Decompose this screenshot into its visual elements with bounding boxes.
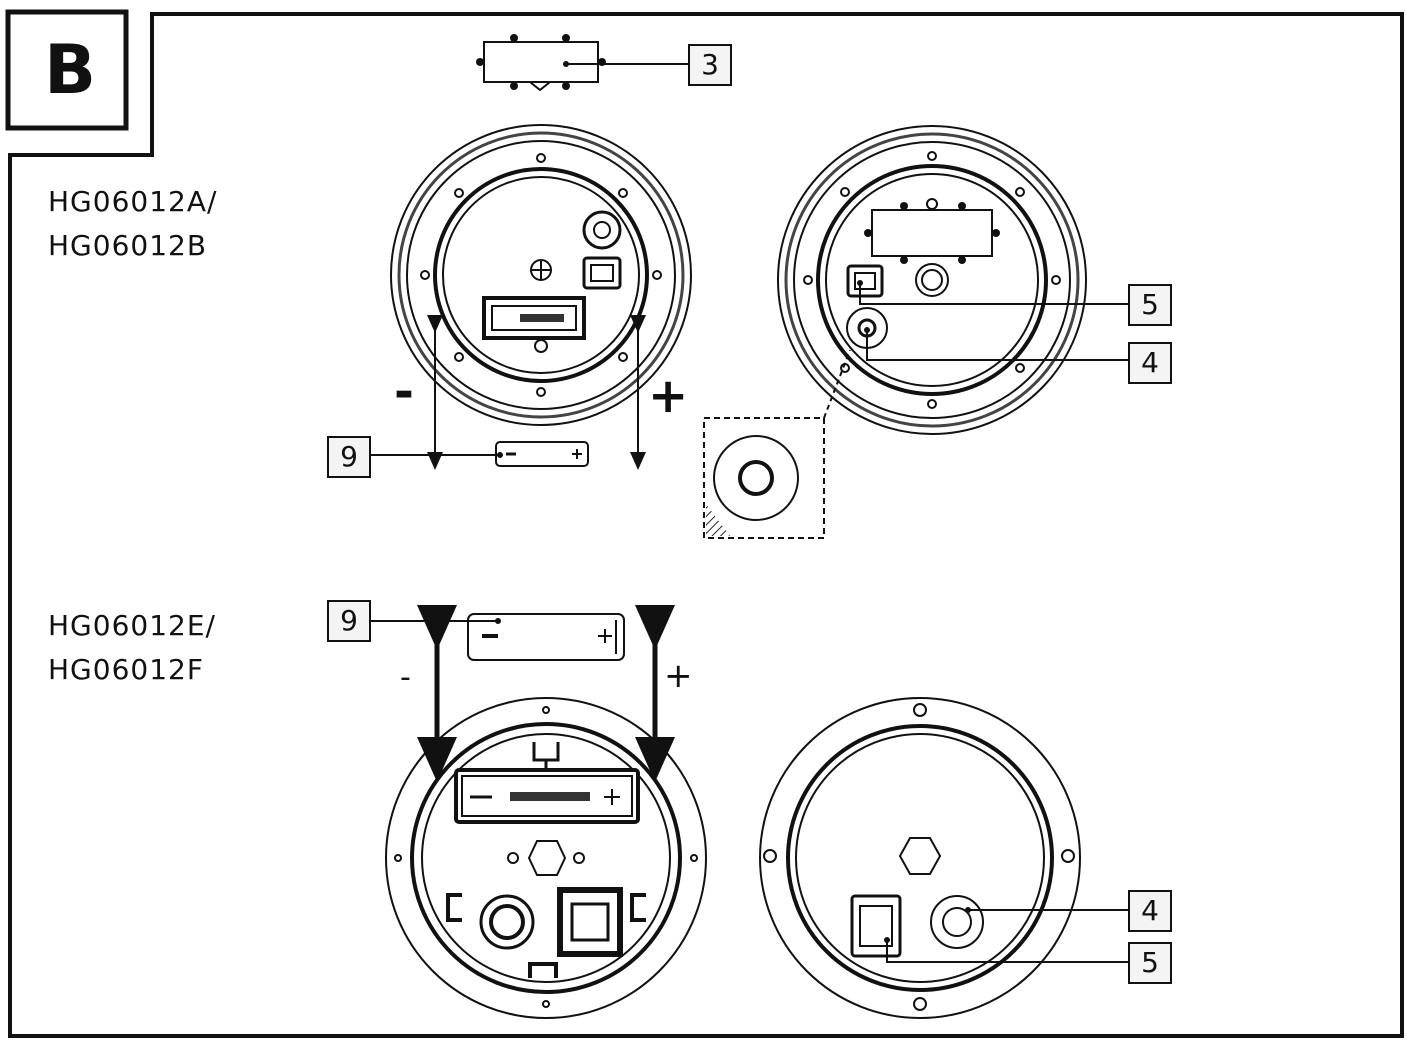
panel-badge-box: [5, 9, 129, 131]
led-indicator-icon: [930, 895, 984, 949]
polarity-minus-top: -: [394, 364, 414, 420]
screw-icon: [803, 151, 1061, 409]
model-label-top-line1: HG06012A/: [48, 185, 218, 218]
model-label-top: HG06012A/ HG06012B: [48, 180, 217, 268]
screw-icon: [420, 153, 662, 397]
callout-bottom-battery: 9: [327, 600, 371, 642]
callout-battery-holder: 3: [688, 44, 732, 86]
callout-top-battery: 9: [327, 436, 371, 478]
callout-bottom-led: 4: [1128, 890, 1172, 932]
solar-light-base-icon: [385, 697, 707, 1019]
solar-light-base-icon: [390, 124, 692, 426]
solar-light-base-icon: [777, 125, 1087, 435]
model-label-bottom-line1: HG06012E/: [48, 609, 216, 642]
model-label-bottom: HG06012E/ HG06012F: [48, 604, 216, 692]
battery-icon: [495, 441, 589, 467]
usb-port-icon: [850, 894, 902, 958]
battery-holder-icon: [476, 34, 606, 92]
callout-top-led: 4: [1128, 342, 1172, 384]
model-label-bottom-line2: HG06012F: [48, 653, 204, 686]
callout-bottom-usb-port: 5: [1128, 942, 1172, 984]
solar-light-base-icon: [759, 697, 1081, 1019]
callout-top-usb-port: 5: [1128, 284, 1172, 326]
led-detail-inset: [703, 349, 851, 539]
screw-icon: [763, 703, 1075, 1011]
usb-port-icon: [846, 264, 884, 298]
polarity-plus-top: +: [648, 368, 689, 424]
screw-icon: [394, 706, 698, 1008]
model-label-top-line2: HG06012B: [48, 229, 208, 262]
polarity-plus-bottom: +: [664, 656, 693, 696]
panel-frame: [8, 12, 1404, 1038]
battery-icon: [467, 613, 625, 661]
panel-letter: B: [44, 31, 96, 110]
polarity-minus-bottom: -: [400, 660, 411, 695]
